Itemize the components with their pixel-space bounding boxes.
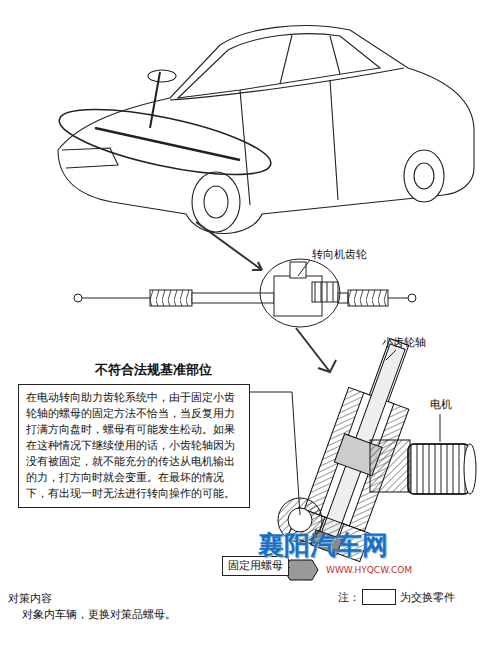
steering-rack xyxy=(74,259,416,327)
watermark-url: WWW.HYQCW.COM xyxy=(326,565,412,576)
leader-line xyxy=(250,350,440,568)
car-outline xyxy=(54,26,474,234)
part-name: 转向机齿轮 xyxy=(312,248,367,261)
note-text: 注： xyxy=(338,591,360,604)
note-text: 为交换零件 xyxy=(400,591,455,604)
callout-box: 不符合法规基准部位在电动转向助力齿轮系统中，由于固定小齿轮轴的螺母的固定方法不恰… xyxy=(18,384,250,508)
part-name: 电机 xyxy=(430,398,452,411)
note-box xyxy=(362,589,396,605)
watermark: 襄阳汽车网 xyxy=(258,530,388,561)
part-name: 固定用螺母 xyxy=(228,558,283,574)
callout-heading: 不符合法规基准部位 xyxy=(95,361,212,380)
part-name: 小齿轮轴 xyxy=(382,336,426,349)
callout-text: 在电动转向助力齿轮系统中，由于固定小齿轮轴的螺母的固定方法不恰当，当反复用力打满… xyxy=(26,390,242,502)
section-heading: 对策内容 xyxy=(8,592,52,605)
note-text: 对象内车辆，更换对策品螺母。 xyxy=(22,608,176,621)
leader-line xyxy=(298,260,310,276)
view-arrow xyxy=(296,328,336,372)
view-arrow xyxy=(196,222,262,270)
